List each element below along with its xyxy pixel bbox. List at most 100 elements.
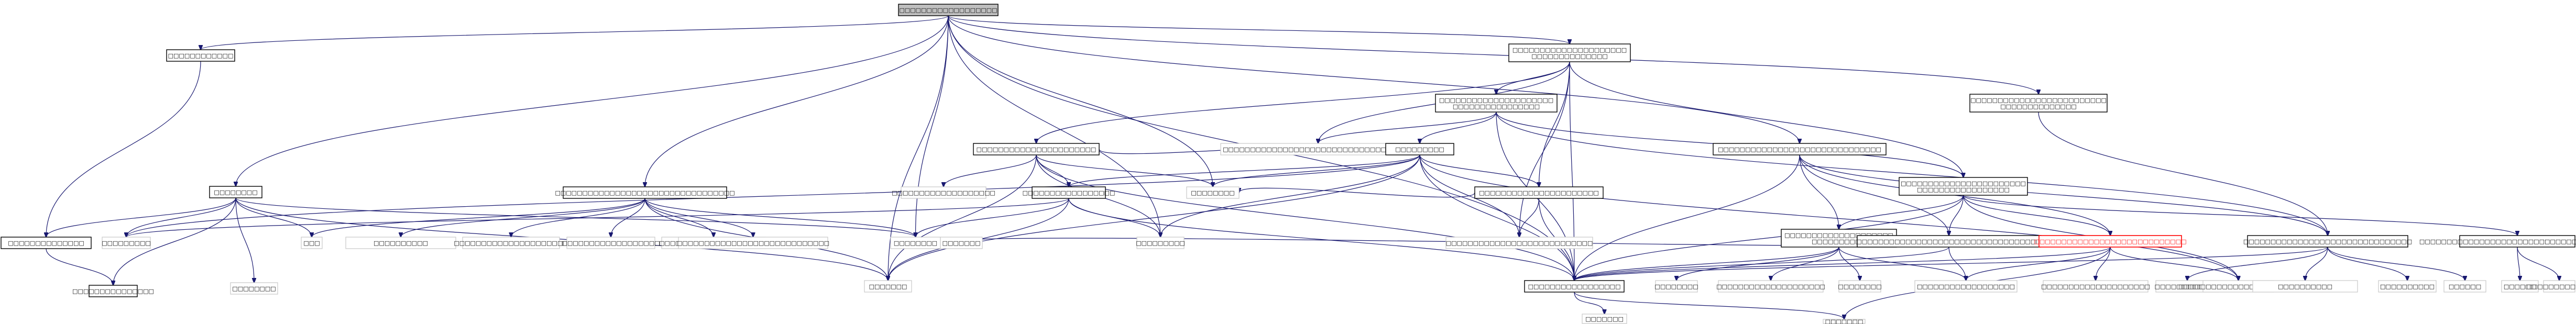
edge-n_b1-to-n_d3 [235,197,312,237]
edge-n_b1-to-n_f1 [235,197,254,283]
edge-n_c3-to-n_d2 [126,154,1420,237]
graph-node[interactable]: □□□□□□□□□□□□□□□□□□□□ [2041,280,2150,293]
graph-node[interactable]: □□□□□□□□□□□□□□□□□ [1023,186,1115,199]
edge-n_b3-to-n_c6 [1036,154,1213,187]
node-box [2443,280,2486,293]
graph-node[interactable]: □□□□□□□□□□□□□□□□□□□□□□ [973,143,1100,155]
edge-n_b2-to-n_d7 [644,198,714,237]
graph-node[interactable]: □□□□□□□□□□□□□□□□□□□□□ [454,237,568,249]
node-box [1914,280,2018,293]
graph-node[interactable]: □□□□□□□□ [1654,280,1698,293]
edge-n_d16-to-n_e15 [2517,247,2559,281]
node-label: □□□□□□□□□□ [374,240,428,247]
graph-node[interactable]: □□□□□□□□□□□□□□□□□□□□□□□□□□□□□□□ [2243,235,2412,248]
node-label: □□□□□□□□ [1838,283,1881,290]
edge-n_c4-to-n_e1 [916,198,1069,237]
graph-node[interactable]: □□□□□□□□□□□□□□□□□□ [562,237,660,249]
node-label: □□□□□□□□□□□□□□□□□□□□□□□□□□□□ [677,240,829,247]
graph-node[interactable]: □□□□□□□□□□□□□□□□□□□□□□□□□□□□□□□□□□□□□□□□ [1899,177,2028,196]
edge-n_c7-to-n_d16 [1963,195,2518,236]
node-box [1524,280,1625,293]
node-label: □□□□□□□ [942,240,981,247]
graph-node[interactable]: □□□□□□□□ [230,282,278,295]
node-label: □□□□□□□□ [894,240,937,247]
graph-node[interactable]: □□□□□□□ [1582,314,1627,324]
graph-node[interactable]: □□□□□□□ [864,280,912,293]
graph-node[interactable]: □□□□□□□□□□□□□□□□□□□□□□□□□□□□□□□□□□ [1856,235,2042,248]
graph-node[interactable]: □□□□□□□□□□□□□□□□□□□□□□□□□□□□□□□□□□□ [1220,143,1416,155]
graph-node[interactable]: □□□□□□□□□□□□□□ [1,237,92,249]
graph-node[interactable]: □□□□□□□□□□ [2378,280,2437,293]
graph-node[interactable]: □□□ [301,237,323,249]
graph-node[interactable]: □□□□□□□□ [890,237,941,249]
graph-node[interactable]: □□□□□□□□□□□□□□□□□□□□□□□□□□□□ [677,237,829,249]
graph-node[interactable]: □□□□□□□□□□□□□□□□□□□□□□□□□□□ [1445,237,1593,249]
graph-node[interactable]: □□□□□□□□□ [1385,143,1454,155]
graph-node[interactable]: □□□□□□□ [1823,318,1866,324]
edge-n_c3-to-n_e10 [1419,154,2239,281]
edge-n_d15-to-n_e9 [2187,247,2328,281]
node-box [2043,280,2149,293]
node-label: □□□□□□□□□□□□□□□□□□□□□ [1512,47,1627,53]
edge-n_c7-to-n_d14 [1963,195,2111,236]
graph-node[interactable]: □□□□□□□□□□□□□□□ [72,285,154,297]
node-box [2038,235,2182,248]
graph-node[interactable]: □□□□□□ [2501,280,2539,293]
node-box [2543,280,2575,293]
node-label: □□□□□□□□□□□□□□□□□□ [562,240,660,247]
graph-node[interactable]: □□□□□□□□□□□□□□□□□ [1524,280,1625,293]
edge-n_d12-to-n_e7 [1838,247,1966,281]
node-label: □□□□□□□□□□□□□□□□□□□□ [1716,283,1825,290]
graph-node[interactable]: □□□□□□□□□□□□□□□□□□□□□□□□□□□□□□□□□□□□□ [1435,94,1558,113]
node-label: □□□□□□□□□□□□□□ [1531,53,1608,60]
graph-node[interactable]: □□□□□□□□ [1838,280,1882,293]
graph-node[interactable]: □□□□□□□□□□□□□□□□□□□ [892,186,995,199]
edge-n_root-to-n_d9 [888,15,949,281]
edge-n_root-to-n_a1 [201,15,949,50]
graph-node[interactable]: □□□□□□□□□□□□□□□□□□□□□□□□□□□□□□□□□□□□□□□ [1969,94,2108,113]
node-label: □□□□□□□□□□□□□□□□□ [1917,186,2010,193]
node-box [563,186,727,199]
edge-n_root-to-n_a3 [948,15,2038,94]
graph-node[interactable]: □□□□□□□□□□□□□□□□□□ [1914,280,2018,293]
node-box [898,4,999,16]
graph-node[interactable]: □□□□□□□□□□□□□□□□□□□□ [1716,280,1825,293]
node-label: □□□□□□□□□□□□□□□□□□□□□□□□□□□□□□□□□□□□ [2419,238,2576,245]
graph-node[interactable]: □□□□□□□ [940,237,983,249]
graph-node[interactable]: □□□□□□□□□□ [345,237,456,249]
graph-node[interactable]: □□□□□□□□□□□□□□□□□□□□□□□□□□□□□□ [1713,143,1887,155]
node-box [1435,94,1558,113]
graph-node[interactable]: □□□□□□□□□□□□ [2527,280,2576,293]
graph-node[interactable]: □□□□□□□□□□□□□□□□□□□□□□□□□□□□ [2034,235,2187,248]
node-label: □□□ [303,240,320,247]
node-box [2459,235,2575,248]
node-box [1474,186,1604,199]
edge-n_b2-to-n_d4 [401,198,645,237]
graph-node[interactable]: □□□□□□□□ [1186,186,1240,199]
edge-n_d15-to-n_e3 [1574,247,2328,281]
graph-node[interactable]: □□□□□□□□ [209,186,262,198]
node-box [1582,314,1627,324]
graph-node[interactable]: □□□□□□□□□□□□□□□□□□ [898,4,999,16]
edge-n_d14-to-n_e3 [1574,247,2111,281]
node-box [1032,186,1106,199]
edge-n_c3-to-n_d10 [1160,154,1420,237]
edge-n_c3-to-n_c6 [1213,154,1420,187]
graph-node[interactable]: □□□□□□□□□ [1136,237,1185,249]
edge-n_b1-to-n_d9 [235,197,888,281]
node-label: □□□□□□□□□□□□□□□□□□□□□□ [977,146,1097,153]
node-label: □□□□□□□□□□□□□□□□□ [1023,189,1115,196]
edge-n_a2-to-n_d11 [1519,61,1570,237]
graph-node[interactable]: □□□□□□□□□□□□□□□□□□□□□□□□□□□□□□□□□□□ [1508,43,1631,62]
graph-node[interactable]: □□□□□□□□□ [102,237,151,249]
graph-node[interactable]: □□□□□□□□□□□□ [166,49,235,62]
graph-node[interactable]: □□□□□□□□□□ [2252,280,2358,293]
graph-node[interactable]: □□□□□□□□□□□□□□□□□□□□□□□□□□□□□□□□□ [555,186,735,199]
node-label: □□□□□□□□□□□□□□□□□□□□□ [1439,97,1553,104]
graph-node[interactable]: □□□□□□ [2443,280,2486,293]
node-label: □□□□□□□□□ [102,240,151,247]
edge-n_b4-to-n_b5 [1318,111,1497,143]
graph-node[interactable]: □□□□□□□□□□□□□□□□□□□□□□ [1474,186,1604,199]
graph-node[interactable]: □□□□□□□□□□□□□□□□□□□□□□□□□□□□□□□□□□□□ [2419,235,2576,248]
edge-n_d14-to-n_e8 [2096,247,2111,281]
